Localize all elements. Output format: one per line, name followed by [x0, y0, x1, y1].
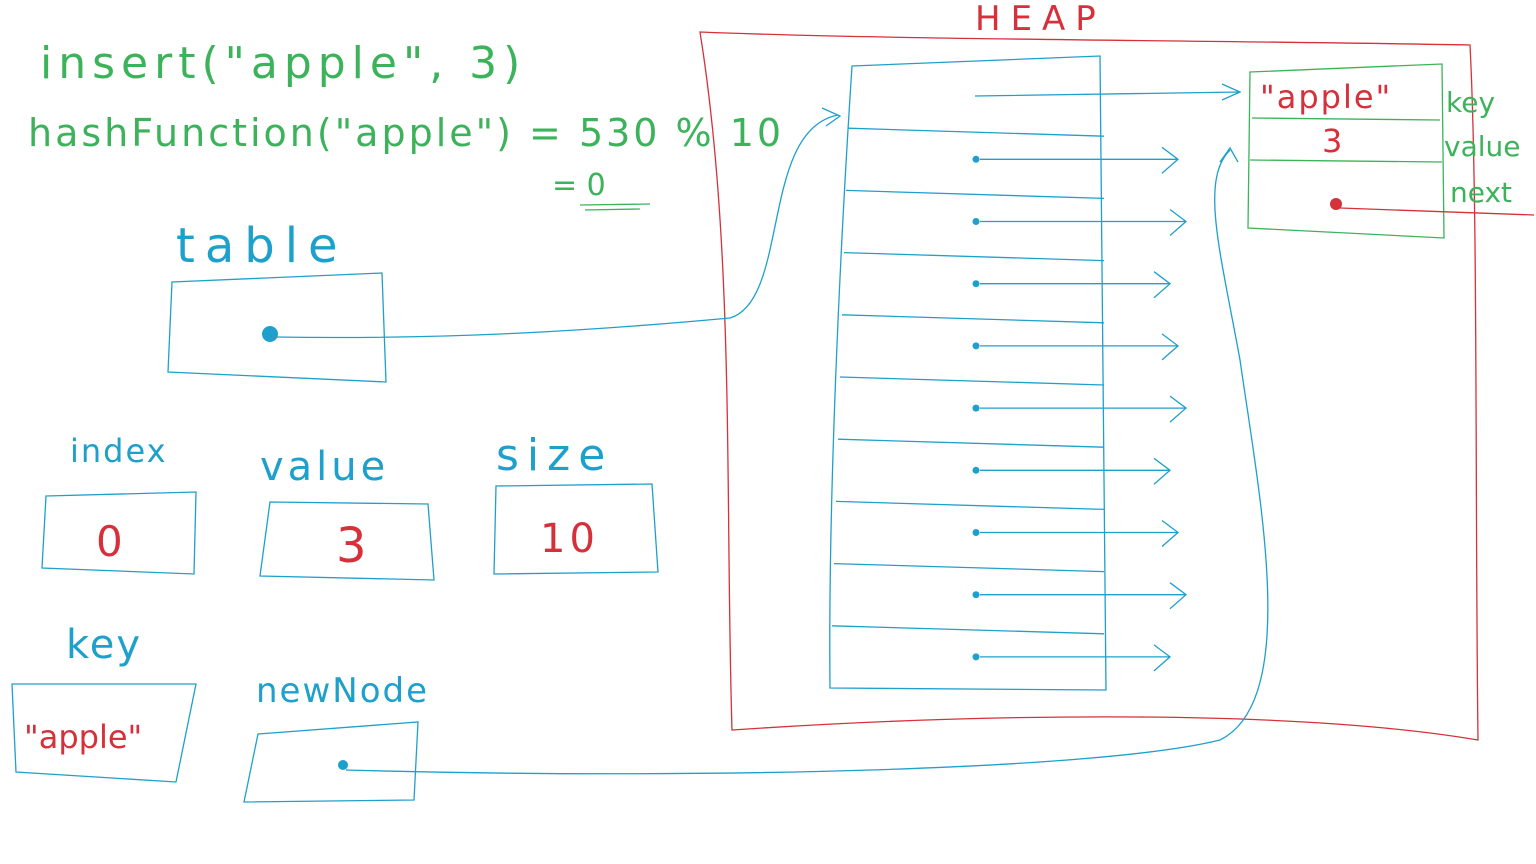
node-value-value: 3 [1322, 122, 1342, 160]
index-box [41, 491, 197, 575]
code-line-result: = 0 [552, 168, 606, 203]
array-slot-separator [839, 376, 1105, 386]
size-label: size [496, 430, 613, 481]
node-field-label-value: value [1444, 130, 1520, 163]
array-slot-arrow [980, 519, 1180, 547]
value-label: value [260, 444, 389, 490]
table-pointer-arrow [274, 107, 842, 339]
code-line-hash: hashFunction("apple") = 530 % 10 [28, 111, 784, 155]
node-field-label-key: key [1446, 86, 1495, 119]
array-slot-pointer [972, 404, 980, 412]
heap-label: HEAP [975, 0, 1106, 39]
value-box [259, 501, 435, 581]
newnode-pointer-dot [338, 760, 348, 770]
array-slot-arrow [980, 146, 1180, 174]
size-box [493, 483, 659, 575]
array-slot-arrow [980, 457, 1172, 485]
array-slot-pointer [972, 466, 980, 474]
table-box [167, 272, 387, 383]
node-next-null-line [1339, 207, 1535, 216]
size-value: 10 [540, 516, 599, 562]
array-slot-separator [837, 438, 1105, 448]
slot0-to-node-arrow [974, 83, 1242, 101]
heap-array-box [829, 55, 1107, 691]
index-value: 0 [96, 517, 123, 566]
code-line-insert: insert("apple", 3) [40, 38, 526, 89]
array-slot-pointer [972, 653, 980, 661]
table-pointer-dot [262, 326, 278, 342]
array-slot-separator [835, 500, 1105, 511]
array-slot-pointer [972, 591, 980, 599]
array-slot-separator [833, 562, 1105, 573]
index-label: index [70, 432, 168, 470]
node-key-value: "apple" [1260, 78, 1392, 116]
newnode-label: newNode [256, 671, 429, 711]
array-slot-pointer [972, 342, 980, 350]
newnode-box [243, 721, 419, 803]
key-value: "apple" [24, 718, 142, 756]
array-slot-pointer [972, 218, 980, 225]
node-next-pointer [1330, 198, 1342, 210]
array-slot-pointer [972, 280, 980, 288]
array-slot-separator [845, 189, 1105, 200]
array-slot-arrow [980, 208, 1188, 236]
table-label: table [176, 218, 348, 274]
array-slot-arrow [980, 333, 1180, 361]
array-slot-arrow [980, 582, 1188, 610]
result-underline [579, 203, 651, 211]
heap-array-slots [831, 127, 1188, 672]
array-slot-arrow [980, 644, 1172, 672]
array-slot-pointer [972, 155, 980, 163]
heap-boundary [699, 31, 1479, 741]
value-value: 3 [336, 518, 367, 574]
key-label: key [66, 622, 142, 668]
array-slot-separator [847, 127, 1105, 137]
array-slot-separator [831, 625, 1105, 635]
array-slot-arrow [980, 271, 1172, 299]
array-slot-separator [841, 314, 1105, 324]
array-slot-arrow [980, 395, 1188, 423]
key-box [11, 683, 197, 783]
newnode-pointer-arrow [345, 146, 1269, 775]
node-field-label-next: next [1450, 176, 1512, 209]
array-slot-pointer [972, 529, 980, 536]
node-box [1247, 63, 1445, 239]
array-slot-separator [843, 251, 1105, 262]
